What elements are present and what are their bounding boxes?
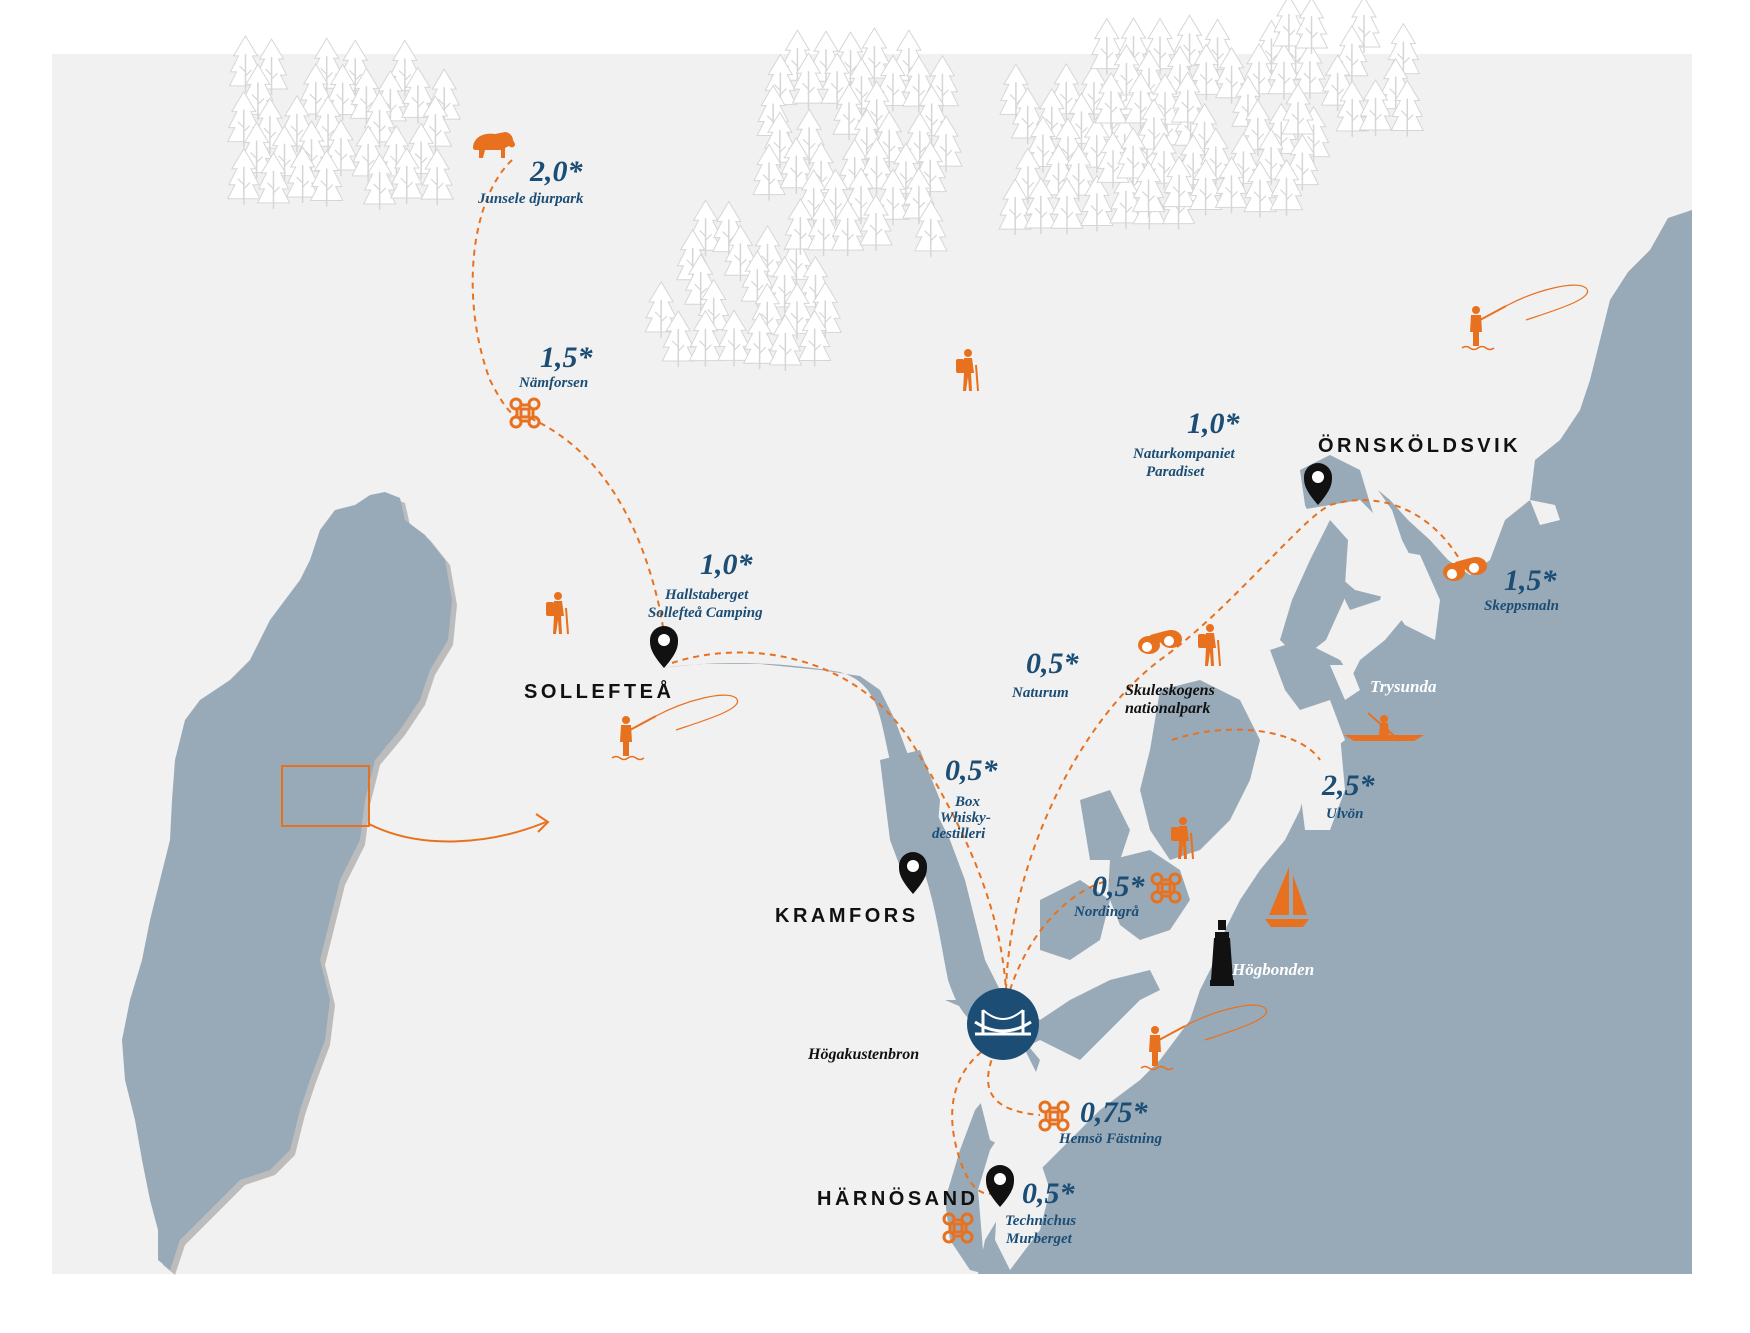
city-label-ornskoldsvik: ÖRNSKÖLDSVIK: [1318, 434, 1521, 457]
svg-text:Skeppsmaln: Skeppsmaln: [1484, 598, 1559, 614]
svg-text:2,0*: 2,0*: [529, 155, 584, 188]
svg-text:Technichus: Technichus: [1005, 1213, 1076, 1229]
svg-text:Murberget: Murberget: [1005, 1231, 1073, 1247]
lighthouse-icon: [1210, 920, 1234, 986]
region-highlight-box: [281, 765, 370, 827]
city-label-kramfors: KRAMFORS: [775, 905, 919, 927]
svg-text:Whisky-: Whisky-: [940, 810, 991, 826]
svg-text:Naturkompaniet: Naturkompaniet: [1132, 446, 1236, 462]
city-label-solleftea: SOLLEFTEÅ: [524, 679, 674, 703]
bridge-label: Högakustenbron: [807, 1046, 919, 1063]
destination-hallstaberget[interactable]: 1,0* Hallstaberget Sollefteå Camping: [648, 548, 763, 621]
destination-ulvon[interactable]: 2,5* Ulvön: [1321, 769, 1376, 822]
destination-junsele[interactable]: 2,0* Junsele djurpark: [477, 155, 584, 207]
svg-text:0,5*: 0,5*: [1026, 647, 1080, 680]
svg-text:0,5*: 0,5*: [1022, 1177, 1076, 1210]
city-label-harnosand: HÄRNÖSAND: [817, 1187, 979, 1210]
label-skuleskogen-1: Skuleskogens: [1125, 682, 1215, 699]
sweden-shape: [122, 492, 452, 1270]
svg-text:Nämforsen: Nämforsen: [518, 375, 588, 391]
svg-text:Sollefteå Camping: Sollefteå Camping: [648, 605, 763, 621]
label-hogbonden: Högbonden: [1231, 960, 1314, 979]
svg-text:1,0*: 1,0*: [1187, 407, 1241, 440]
svg-text:Hallstaberget: Hallstaberget: [664, 587, 749, 603]
svg-text:Ulvön: Ulvön: [1326, 806, 1364, 822]
svg-text:0,75*: 0,75*: [1080, 1096, 1149, 1129]
svg-text:1,0*: 1,0*: [700, 548, 754, 581]
bear-icon: [473, 132, 515, 158]
kayak-icon: [1344, 712, 1424, 742]
destination-namforsen[interactable]: 1,5* Nämforsen: [518, 341, 594, 391]
svg-text:1,5*: 1,5*: [540, 341, 594, 374]
svg-text:0,5*: 0,5*: [1092, 870, 1146, 903]
region-arrow: [368, 821, 547, 843]
destination-skeppsmaln[interactable]: 1,5* Skeppsmaln: [1484, 564, 1559, 614]
destination-box[interactable]: 0,5* Box Whisky- destilleri: [932, 754, 999, 842]
svg-text:destilleri: destilleri: [932, 826, 986, 842]
river-angermanalven: [660, 663, 1160, 1060]
svg-text:0,5*: 0,5*: [945, 754, 999, 787]
routes: [471, 159, 1461, 1195]
bridge-marker[interactable]: [967, 988, 1039, 1060]
destination-henso[interactable]: 0,75* Hemsö Fästning: [1058, 1096, 1162, 1147]
destination-naturkompaniet[interactable]: 1,0* Naturkompaniet Paradiset: [1132, 407, 1241, 480]
destination-naturum[interactable]: 0,5* Naturum: [1011, 647, 1080, 701]
label-trysunda: Trysunda: [1370, 677, 1437, 696]
destination-technichus[interactable]: 0,5* Technichus Murberget: [1005, 1177, 1076, 1247]
destination-nordingra[interactable]: 0,5* Nordingrå: [1073, 870, 1146, 920]
svg-text:Hemsö Fästning: Hemsö Fästning: [1058, 1131, 1162, 1147]
svg-text:Junsele djurpark: Junsele djurpark: [477, 191, 584, 207]
label-skuleskogen-2: nationalpark: [1125, 700, 1210, 717]
svg-text:2,5*: 2,5*: [1321, 769, 1376, 802]
svg-text:Paradiset: Paradiset: [1146, 464, 1205, 480]
svg-text:Naturum: Naturum: [1011, 685, 1069, 701]
svg-text:1,5*: 1,5*: [1504, 564, 1558, 597]
svg-text:Nordingrå: Nordingrå: [1073, 904, 1140, 920]
sailboat-icon: [1265, 867, 1309, 927]
svg-text:Box: Box: [954, 794, 981, 810]
